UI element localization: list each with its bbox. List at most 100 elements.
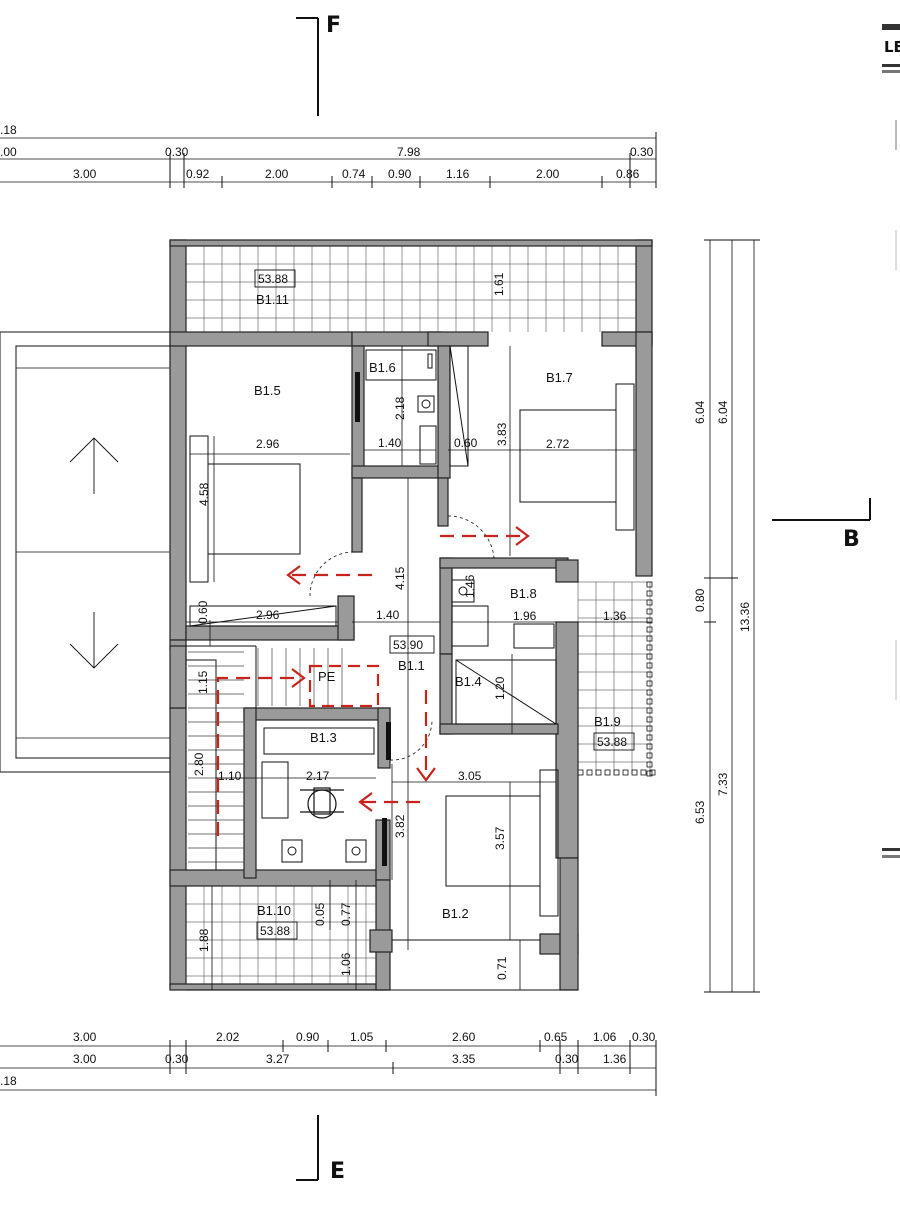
dim-bot-r2-4: 0.30 xyxy=(555,1052,579,1066)
railing-post xyxy=(646,581,653,588)
interior-dim-lines xyxy=(185,346,652,990)
dim-int-21: 3.82 xyxy=(393,814,407,838)
dim-top-r2-0: 3.00 xyxy=(73,167,97,181)
dim-int-22: 3.57 xyxy=(493,826,507,850)
interior-dim-labels: 1.61 2.18 1.40 0.60 3.83 2.96 2.72 4.58 … xyxy=(192,272,627,980)
railing-post xyxy=(595,769,602,776)
room-label-b1-5: B1.5 xyxy=(254,383,281,398)
dim-top-r2-2: 2.00 xyxy=(265,167,289,181)
dim-int-8: 4.15 xyxy=(393,566,407,590)
dim-bot-r2-3: 3.35 xyxy=(452,1052,476,1066)
area-b1-9: 53.88 xyxy=(597,735,627,749)
railing-post xyxy=(646,653,653,660)
railing-post xyxy=(631,769,638,776)
room-label-b1-1: B1.1 xyxy=(398,658,425,673)
dim-int-26: 1.06 xyxy=(339,952,353,976)
dim-int-1: 2.18 xyxy=(393,396,407,420)
dim-top-r1-1: 0.30 xyxy=(165,145,189,159)
dim-top-total: .18 xyxy=(0,123,17,137)
dim-int-25: 1.88 xyxy=(197,928,211,952)
door-swings xyxy=(309,515,495,761)
dim-right-4: 6.53 xyxy=(693,800,707,824)
railing-post xyxy=(646,662,653,669)
dim-bot-r1-3: 1.05 xyxy=(350,1030,374,1044)
section-label-e: E xyxy=(330,1159,345,1184)
arrow-down-icon xyxy=(69,612,119,669)
dim-int-15: 1.15 xyxy=(196,670,210,694)
dim-bot-r1-6: 1.06 xyxy=(593,1030,617,1044)
dim-top-r2-7: 0.86 xyxy=(616,167,640,181)
evacuation-routes xyxy=(216,526,530,836)
railing-post xyxy=(646,689,653,696)
railing-post xyxy=(586,769,593,776)
section-label-f: F xyxy=(326,13,341,38)
dim-bot-r1-4: 2.60 xyxy=(452,1030,476,1044)
arrow-up-icon xyxy=(69,437,119,494)
section-label-b: B xyxy=(843,527,860,552)
dim-int-18: 1.10 xyxy=(218,769,242,783)
dim-int-27: 0.71 xyxy=(495,956,509,980)
room-label-b1-11: B1.11 xyxy=(256,292,289,307)
dim-bot-total: .18 xyxy=(0,1074,17,1088)
railing-post xyxy=(646,644,653,651)
dim-bot-r2-0: 3.00 xyxy=(73,1052,97,1066)
dim-bot-r1-0: 3.00 xyxy=(73,1030,97,1044)
dim-int-5: 2.96 xyxy=(256,437,280,451)
room-label-b1-8: B1.8 xyxy=(510,586,537,601)
bottom-dimensions: 3.00 2.02 0.90 1.05 2.60 0.65 1.06 0.30 … xyxy=(0,1030,657,1096)
dim-int-20: 3.05 xyxy=(458,769,482,783)
dim-int-24: 0.77 xyxy=(339,902,353,926)
room-label-b1-7: B1.7 xyxy=(546,370,573,385)
railing-post xyxy=(646,752,653,759)
railing-post xyxy=(646,626,653,633)
railing-post xyxy=(646,680,653,687)
room-labels: 53.88 B1.11 B1.5 B1.6 B1.7 B1.8 53.90 B1… xyxy=(254,269,635,940)
dim-top-r1-2: 7.98 xyxy=(397,145,421,159)
section-mark-b: B xyxy=(772,498,871,552)
railing-post xyxy=(646,707,653,714)
dim-int-6: 2.72 xyxy=(546,437,570,451)
dim-bot-r1-2: 0.90 xyxy=(296,1030,320,1044)
railing-post xyxy=(646,698,653,705)
bed-b1-7 xyxy=(519,383,635,531)
terrace-b1-10 xyxy=(185,885,376,990)
room-label-b1-6: B1.6 xyxy=(369,360,396,375)
window-marks xyxy=(355,372,391,866)
dim-int-3: 0.60 xyxy=(454,436,478,450)
dim-int-0: 1.61 xyxy=(492,272,506,296)
railing-post xyxy=(646,734,653,741)
dim-int-10: 1.96 xyxy=(513,609,537,623)
dim-int-4: 3.83 xyxy=(495,422,509,446)
dim-top-r2-5: 1.16 xyxy=(446,167,470,181)
railing-post xyxy=(646,617,653,624)
dim-top-r2-6: 2.00 xyxy=(536,167,560,181)
dim-right-2: 0.80 xyxy=(693,588,707,612)
railing-post xyxy=(622,769,629,776)
wardrobe-b1-4 xyxy=(455,659,557,725)
dim-top-r1-0: .00 xyxy=(0,145,17,159)
railing-post xyxy=(604,769,611,776)
room-label-b1-9: B1.9 xyxy=(594,714,621,729)
dim-right-3: 13.36 xyxy=(738,602,752,632)
dim-int-16: 1.20 xyxy=(493,676,507,700)
railing-post xyxy=(646,635,653,642)
section-mark-e: E xyxy=(296,1115,345,1184)
railing-post xyxy=(646,743,653,750)
dim-top-r2-4: 0.90 xyxy=(388,167,412,181)
railing-post xyxy=(646,671,653,678)
legend-label: LE xyxy=(884,38,900,56)
dim-bot-r2-1: 0.30 xyxy=(165,1052,189,1066)
room-label-b1-10: B1.10 xyxy=(257,903,291,918)
right-dimensions: 6.04 6.04 0.80 13.36 6.53 7.33 xyxy=(693,239,760,993)
dim-int-12: 0.60 xyxy=(196,600,210,624)
dim-int-9: 1.46 xyxy=(463,574,477,598)
dim-int-2: 1.40 xyxy=(378,436,402,450)
wheelchair-icon xyxy=(300,787,344,819)
room-label-b1-4: B1.4 xyxy=(455,674,482,689)
dim-bot-r1-1: 2.02 xyxy=(216,1030,240,1044)
dim-right-1: 6.04 xyxy=(716,400,730,424)
area-b1-11: 53.88 xyxy=(258,272,288,286)
room-label-b1-2: B1.2 xyxy=(442,906,469,921)
dim-right-0: 6.04 xyxy=(693,400,707,424)
dim-right-5: 7.33 xyxy=(716,772,730,796)
